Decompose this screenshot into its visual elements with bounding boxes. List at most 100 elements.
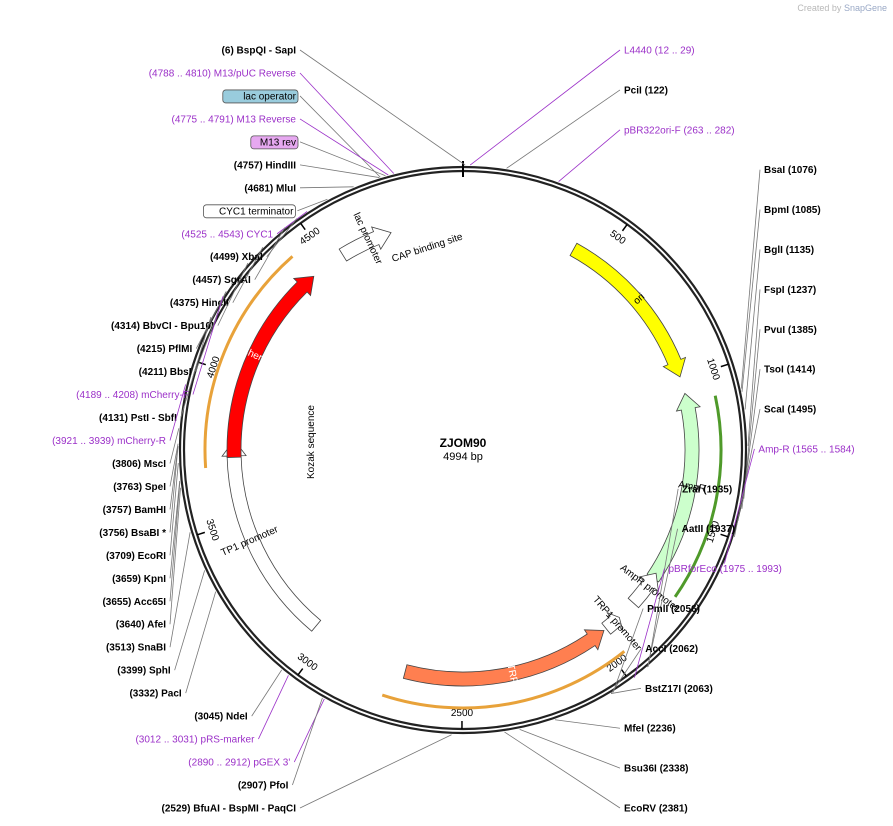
site-label: (3332) PacI [129,689,181,700]
feature-trp1-promoter [601,612,624,635]
mcherry-band [203,255,294,469]
site-label: MfeI (2236) [624,724,676,735]
site-label: (3709) EcoRI [106,551,166,562]
plasmid-name: ZJOM90 [440,436,487,450]
label-leader [169,482,181,602]
label-leader [299,72,395,174]
label-leader [299,118,389,176]
tick-mark [196,531,206,536]
feature-ori [569,242,687,378]
site-label: CYC1 terminator [219,206,294,217]
label-leader [299,186,354,189]
label-leader [744,249,761,410]
tick-mark [621,669,627,677]
label-leader [610,687,642,694]
site-label: (4314) BbvCI - Bpu10I [111,321,214,332]
site-label: AccI (2062) [645,644,698,655]
label-leader [504,731,621,809]
label-leader [174,570,206,671]
tick-mark [299,222,306,231]
tick-mark [621,223,628,232]
label-leader [469,49,621,166]
primer-label: pBR322ori-F (263 .. 282) [624,125,735,136]
site-label: (3399) SphI [117,666,171,677]
label-leader [610,648,642,694]
site-label: BsaI (1076) [764,165,817,176]
label-leader [169,428,180,464]
site-label: (4211) BbsI [139,367,192,378]
site-label: lac operator [243,91,296,102]
snapgene-credit: Created by SnapGene [797,3,887,13]
site-label: (4499) XbaI [210,252,263,263]
label-leader [647,528,678,668]
site-label: ZraI (1935) [682,484,732,495]
label-leader [647,488,679,667]
label-leader [192,296,224,395]
site-label: (4375) HincII [170,298,229,309]
tick-label: 1000 [704,357,721,382]
primer-label: pBRforEco (1975 .. 1993) [668,564,781,575]
label-leader [299,95,381,178]
site-label: AatII (1937) [682,524,735,535]
backbone-ring [178,161,748,735]
site-label: BstZ17I (2063) [645,684,713,695]
site-label: M13 rev [260,137,296,148]
label-leader [724,448,755,564]
site-label: (2907) PfoI [238,781,289,792]
primer-label: (4775 .. 4791) M13 Reverse [171,114,296,125]
tick-mark [720,533,729,538]
feature-box [250,135,299,150]
label-leader [232,246,264,303]
feature-box [222,89,299,104]
site-labels: (6) BspQI - SapI (4788 .. 4810) M13/pUC R… [52,46,855,815]
site-label: PvuI (1385) [764,325,817,336]
label-leader [169,463,179,556]
label-leader [251,669,283,717]
label-leader [293,698,325,763]
label-leader [254,227,286,280]
label-leader [169,480,181,579]
label-leader [299,734,452,809]
site-label: (4215) PflMI [137,344,193,355]
feature-label: TRP1 [504,663,520,691]
plasmid-size: 4994 bp [443,451,483,463]
tick-mark [720,363,729,368]
tick-mark [297,668,304,676]
site-label: (6) BspQI - SapI [222,46,297,57]
site-label: BglI (1135) [764,245,814,256]
label-leader [558,129,621,182]
site-label: BpmI (1085) [764,205,821,216]
primer-label: (2890 .. 2912) pGEX 3' [188,758,290,769]
primer-label: (3921 .. 3939) mCherry-R [52,436,166,447]
feature-mcherry [226,275,315,458]
site-label: (3659) KpnI [112,574,166,585]
primer-label: (4788 .. 4810) M13/pUC Reverse [149,68,297,79]
tick-label: 3500 [203,518,220,543]
label-leader [741,209,761,392]
feature-label: AmpR [677,479,706,495]
label-leader [180,317,212,418]
label-leader [297,198,328,212]
site-label: (3757) BamHI [103,505,167,516]
site-label: (4457) SgrAI [192,275,251,286]
tick-label: 4500 [298,225,323,247]
ampr-band [673,395,723,598]
label-leader [299,164,380,178]
feature-box [203,204,296,219]
label-leader [634,568,665,678]
cap-label: CAP binding site [391,231,465,264]
site-label: (3655) Acc65I [102,597,166,608]
label-leader [169,487,181,625]
feature-ampr-promoter [627,572,659,609]
feature-ampr [646,392,701,583]
label-leader [169,384,187,441]
primer-label: (3012 .. 3031) pRS-marker [135,735,255,746]
label-leader [740,169,761,389]
label-leader [299,49,466,166]
credit-brand: SnapGene [843,3,887,13]
feature-lac-promoter [338,226,392,262]
site-label: EcoRV (2381) [624,804,688,815]
label-leader [734,408,761,538]
site-label: (3756) BsaBI * [99,528,166,539]
tick-mark [197,361,207,366]
